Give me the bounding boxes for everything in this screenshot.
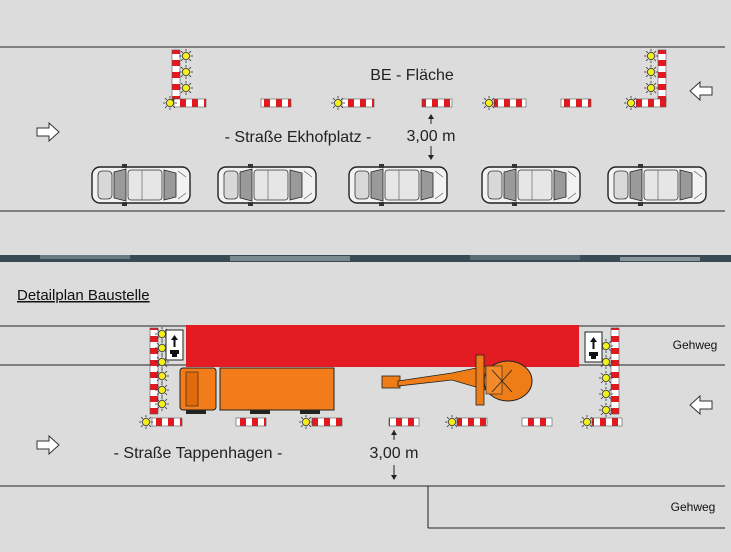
car-icon: [348, 163, 448, 207]
excavator-icon: [381, 354, 533, 406]
barrier-icon: [149, 326, 184, 415]
car-icon: [217, 163, 317, 207]
street-label: - Straße Tappenhagen -: [114, 445, 283, 462]
warning-light-icon: [579, 414, 595, 430]
bottom-plan: Detailplan Baustelle: [0, 262, 731, 547]
sidewalk-label-bottom: Gehweg: [671, 500, 716, 514]
warning-light-icon: [623, 95, 639, 111]
dimension-marker: [428, 114, 434, 160]
sidewalk-label-top: Gehweg: [673, 338, 718, 352]
road-sign-icon: [165, 329, 184, 361]
work-zone: [186, 325, 579, 367]
warning-light-icon: [298, 414, 314, 430]
barrier-row: [138, 414, 623, 430]
top-plan: BE - Fläche - Straße Ekhofplatz - 3,00 m: [0, 0, 731, 255]
detail-heading: Detailplan Baustelle: [17, 287, 150, 304]
car-icon: [607, 163, 707, 207]
barrier-row: [162, 95, 667, 111]
car-icon: [91, 163, 191, 207]
lane-width-label: 3,00 m: [407, 128, 456, 145]
lane-width-label: 3,00 m: [370, 445, 419, 462]
warning-light-icon: [162, 95, 178, 111]
street-label: - Straße Ekhofplatz -: [225, 129, 372, 146]
warning-light-icon: [330, 95, 346, 111]
road-sign-icon: [584, 331, 603, 363]
photo-strip: [0, 255, 731, 262]
warning-light-icon: [444, 414, 460, 430]
truck-icon: [179, 367, 335, 414]
area-label: BE - Fläche: [370, 67, 454, 84]
car-icon: [481, 163, 581, 207]
warning-light-icon: [138, 414, 154, 430]
barrier-icon: [584, 327, 620, 418]
warning-light-icon: [481, 95, 497, 111]
dimension-marker: [391, 430, 397, 480]
